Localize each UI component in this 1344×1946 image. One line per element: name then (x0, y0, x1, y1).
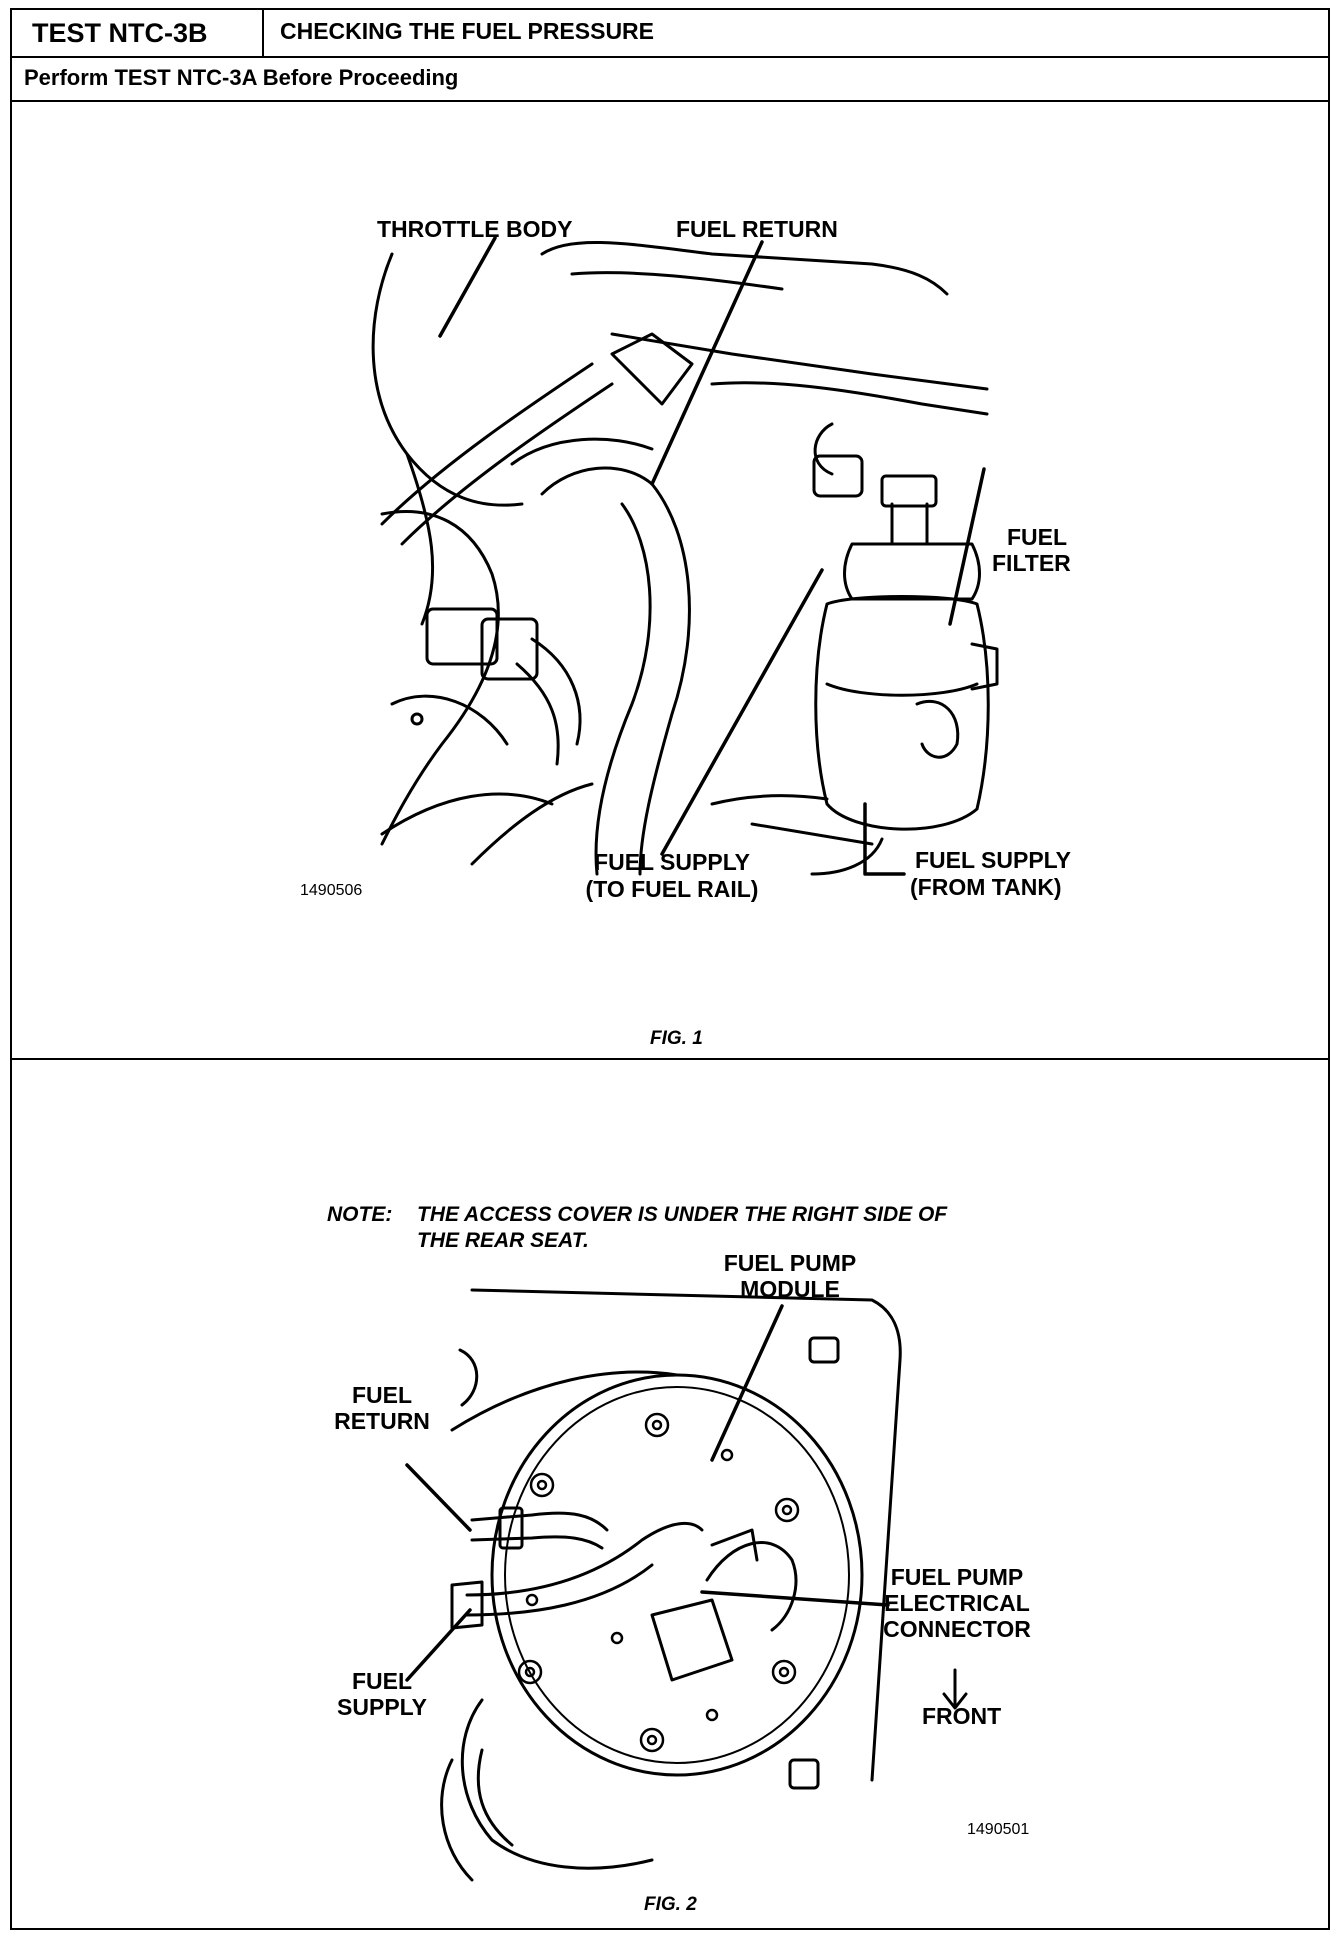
figure-2: NOTE: THE ACCESS COVER IS UNDER THE RIGHT… (12, 1060, 1328, 1928)
document-frame: TEST NTC-3B CHECKING THE FUEL PRESSURE P… (10, 8, 1330, 1930)
fig1-image-id: 1490506 (300, 882, 363, 899)
fig1-caption: FIG. 1 (650, 1028, 703, 1049)
fig1-illustration (371, 236, 999, 876)
label-supply-1: FUEL (351, 1668, 413, 1694)
label-front: FRONT (922, 1703, 1002, 1729)
label-fuel-return: FUEL RETURN (676, 216, 838, 242)
header-row: TEST NTC-3B CHECKING THE FUEL PRESSURE (12, 10, 1328, 58)
label-connector-1: FUEL PUMP (890, 1564, 1024, 1590)
label-fuel-supply-tank-1: FUEL SUPPLY (915, 847, 1071, 873)
label-fuel-filter-1: FUEL (1007, 524, 1068, 550)
note-line-1: THE ACCESS COVER IS UNDER THE RIGHT SIDE… (417, 1203, 948, 1226)
note-key: NOTE: (327, 1203, 393, 1226)
test-title: CHECKING THE FUEL PRESSURE (280, 18, 655, 44)
label-connector-3: CONNECTOR (883, 1616, 1031, 1642)
label-connector-2: ELECTRICAL (884, 1590, 1030, 1616)
note-line-2: THE REAR SEAT. (417, 1229, 589, 1252)
figure-1: THROTTLE BODY FUEL RETURN FUEL FILTER FU… (12, 104, 1328, 1056)
fig2-note: NOTE: THE ACCESS COVER IS UNDER THE RIGHT… (327, 1202, 947, 1254)
label-fuel-supply-rail-2: (TO FUEL RAIL) (585, 876, 759, 902)
label-throttle-body: THROTTLE BODY (377, 216, 573, 242)
fig2-illustration (405, 1288, 968, 1882)
fig2-caption: FIG. 2 (644, 1894, 697, 1915)
label-module-1: FUEL PUMP (723, 1250, 857, 1276)
label-return-2: RETURN (334, 1408, 430, 1434)
test-id: TEST NTC-3B (12, 10, 264, 56)
panel-divider (12, 1058, 1328, 1060)
label-fuel-filter-2: FILTER (992, 550, 1071, 576)
prerequisite-note: Perform TEST NTC-3A Before Proceeding (12, 58, 1328, 102)
fig2-image-id: 1490501 (967, 1821, 1030, 1838)
label-return-1: FUEL (351, 1382, 413, 1408)
label-fuel-supply-tank-2: (FROM TANK) (910, 874, 1062, 900)
label-supply-2: SUPPLY (337, 1694, 427, 1720)
label-fuel-supply-rail-1: FUEL SUPPLY (594, 849, 750, 875)
label-module-2: MODULE (740, 1276, 840, 1302)
